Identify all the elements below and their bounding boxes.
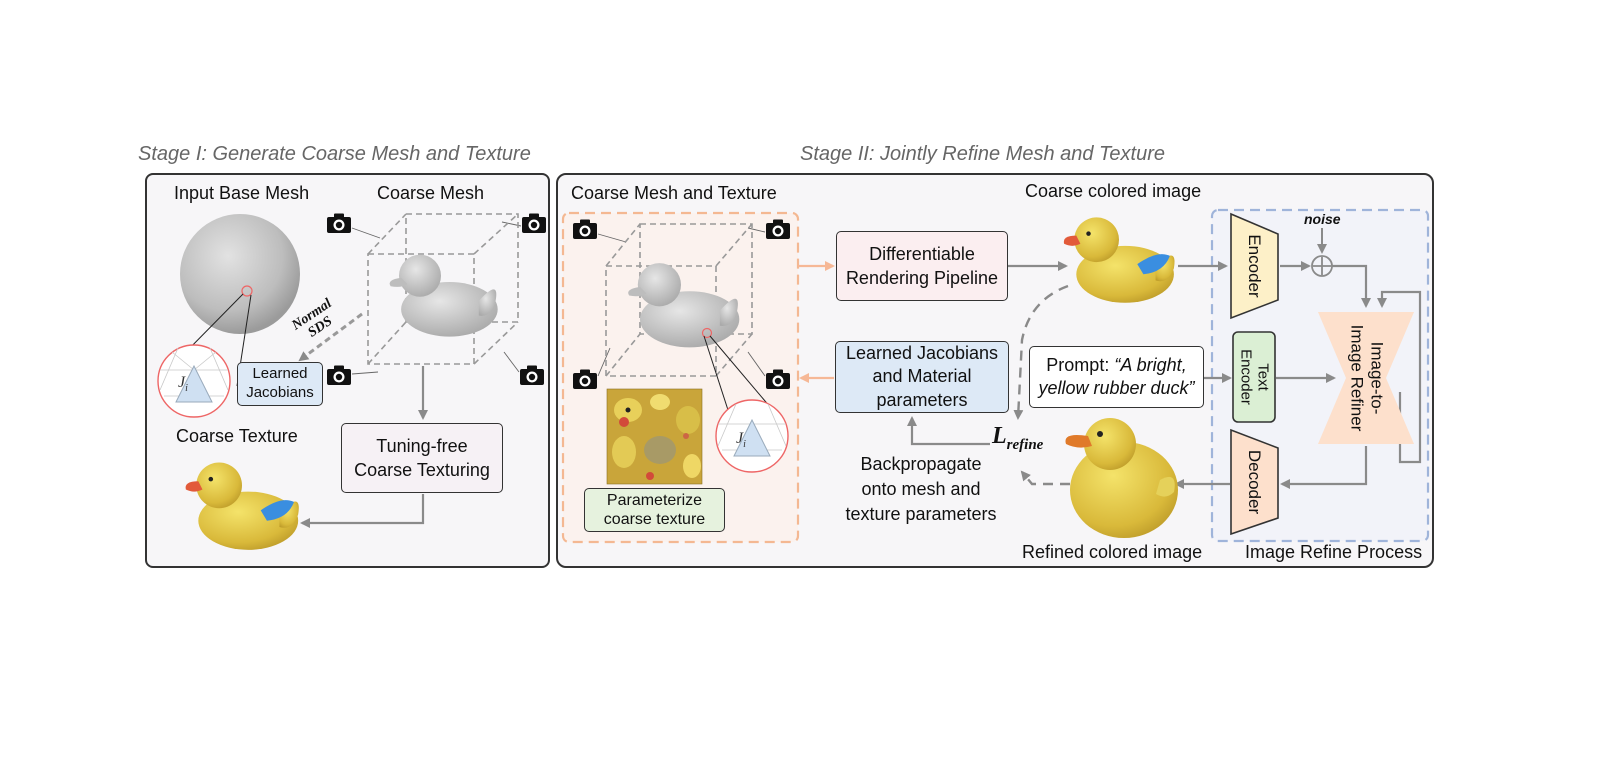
refined-colored-image-label: Refined colored image (1022, 542, 1203, 562)
loss-refine-label: Lrefine (992, 423, 1044, 453)
texture-atlas-image (606, 388, 703, 485)
noise-label: noise (1304, 211, 1341, 227)
prompt-box: Prompt: “A bright, yellow rubber duck” (1029, 346, 1204, 408)
text-encoder-label: Text Encoder (1238, 349, 1272, 405)
text-encoder-block (1232, 331, 1276, 423)
stage1-title: Stage I: Generate Coarse Mesh and Textur… (138, 143, 531, 165)
arrow-loss-to-params (907, 416, 990, 446)
stage2-jacobian-symbol: Ji (736, 430, 746, 451)
arrow-noise-to-refiner (1332, 264, 1371, 308)
sphere-highlight-point (241, 285, 253, 297)
refiner-label: Image-to- Image Refiner (1347, 324, 1387, 432)
image-refine-process-label: Image Refine Process (1245, 542, 1423, 562)
input-base-mesh-label: Input Base Mesh (174, 183, 310, 203)
tuning-free-texturing-box: Tuning-free Coarse Texturing (341, 423, 503, 493)
base-mesh-sphere (180, 214, 300, 334)
arrow-refiner-to-decoder (1280, 446, 1368, 489)
backpropagate-label: Backpropagate onto mesh and texture para… (845, 454, 997, 524)
learned-jacobians-box: Learned Jacobians (237, 362, 323, 406)
arrow-coarse-to-loss (1013, 284, 1069, 420)
stage2-title: Stage II: Jointly Refine Mesh and Textur… (800, 143, 1166, 165)
learned-params-box: Learned Jacobians and Material parameter… (835, 341, 1009, 413)
normal-sds-arrow (298, 312, 363, 362)
coarse-colored-image-label: Coarse colored image (1025, 181, 1202, 201)
encoder-label: Encoder (1245, 234, 1264, 298)
decoder-label: Decoder (1245, 449, 1264, 515)
encoder-block (1230, 212, 1279, 320)
arrow-refined-to-loss (1020, 470, 1070, 486)
refiner-loop-arrow (1377, 290, 1422, 464)
parameterize-texture-box: Parameterize coarse texture (584, 488, 725, 532)
arrow-texturing-to-texture (300, 494, 425, 528)
decoder-block (1230, 428, 1279, 536)
refiner-block (1318, 312, 1414, 444)
coarse-texture-label: Coarse Texture (176, 426, 298, 446)
refined-colored-duck (1065, 418, 1178, 538)
coarse-mesh-texture-label: Coarse Mesh and Texture (571, 183, 777, 203)
mesh-highlight-point (701, 327, 713, 339)
differentiable-rendering-box: Differentiable Rendering Pipeline (836, 231, 1008, 301)
jacobian-symbol: Ji (178, 374, 188, 395)
coarse-mesh-label: Coarse Mesh (377, 183, 485, 203)
